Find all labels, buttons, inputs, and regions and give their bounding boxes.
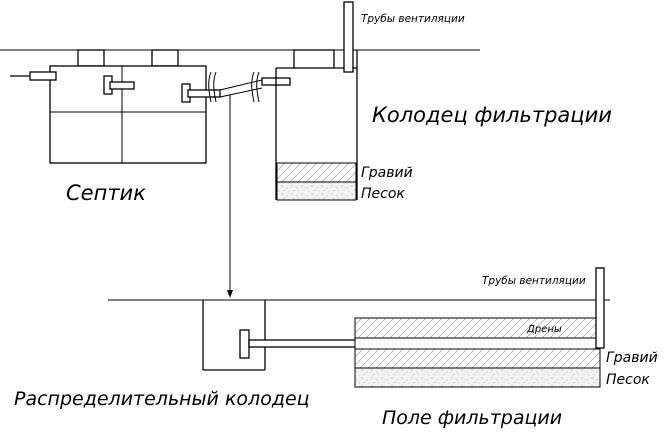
vent-pipes-label-bottom: Трубы вентиляции: [482, 275, 586, 287]
septic-label: Септик: [66, 181, 146, 205]
vent-pipe-top: [343, 1, 354, 73]
filtration-field: [354, 317, 601, 388]
sand-layer-top: [276, 181, 357, 201]
filter-well-label: Колодец фильтрации: [372, 103, 612, 127]
connector-line: [227, 95, 233, 298]
drains-label: Дрены: [526, 324, 562, 335]
distribution-well: [202, 300, 266, 371]
distribution-well-label: Распределительный колодец: [14, 388, 310, 410]
sand-label-bottom: Песок: [606, 372, 650, 388]
sand-label-top: Песок: [361, 186, 405, 202]
filter-field-label: Поле фильтрации: [382, 407, 562, 429]
gravel-layer-top: [276, 162, 357, 183]
gravel-label-bottom: Гравий: [606, 350, 658, 366]
vent-pipe-bottom: [595, 267, 605, 349]
sand-layer-bottom: [354, 367, 601, 388]
septic-tank: [10, 49, 221, 164]
outlet-pipe: [208, 71, 291, 103]
filtration-well: [275, 49, 358, 201]
gravel-label-top: Гравий: [361, 165, 413, 181]
vent-pipes-label-top: Трубы вентиляции: [361, 13, 465, 25]
